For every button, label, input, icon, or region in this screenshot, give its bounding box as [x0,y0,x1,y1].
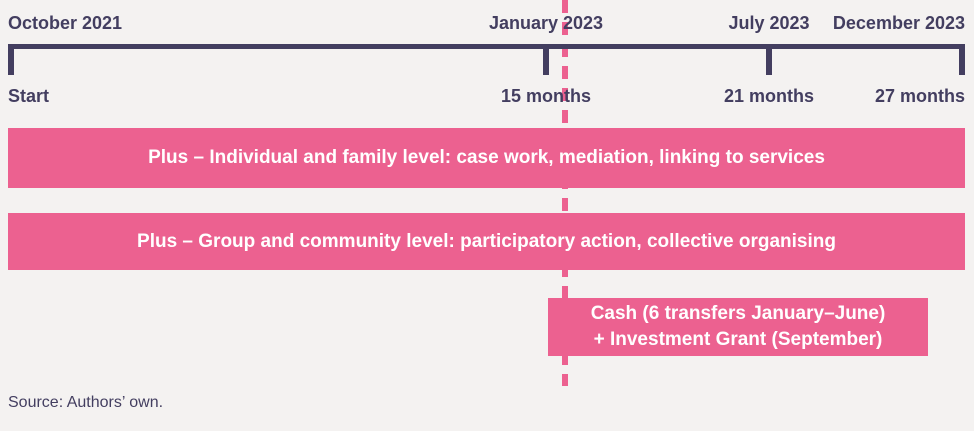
timeline-tick-15-months [543,44,549,75]
milestone-date-october-2021: October 2021 [8,13,123,33]
source-note: Source: Authors’ own. [8,394,164,411]
timeline-tick-21-months [766,44,772,75]
timeline-tick-27-months [959,44,965,75]
activity-bar-cash-investment-grant: Cash (6 transfers January–June) + Invest… [548,298,928,356]
activity-bar-cash-label-line1: Cash (6 transfers January–June) [590,303,886,324]
activity-bar-group-community: Plus – Group and community level: partic… [8,213,965,270]
activity-bar-group-community-label: Plus – Group and community level: partic… [137,230,836,252]
milestone-date-july-2023: July 2023 [728,13,810,33]
activity-bar-cash-label-line2: + Investment Grant (September) [593,329,883,350]
january-2023-dashed-marker-line [562,0,568,386]
timeline-tick-start [8,44,14,75]
milestone-duration-start: Start [8,86,50,106]
milestone-duration-21-months: 21 months [723,86,815,106]
timeline-axis [8,44,965,49]
activity-bar-individual-family-label: Plus – Individual and family level: case… [148,147,825,168]
milestone-duration-27-months: 27 months [874,86,965,106]
milestone-date-december-2023: December 2023 [832,13,965,33]
milestone-duration-15-months: 15 months [500,86,592,106]
activity-bar-individual-family: Plus – Individual and family level: case… [8,128,965,188]
milestone-date-january-2023: January 2023 [488,13,604,33]
